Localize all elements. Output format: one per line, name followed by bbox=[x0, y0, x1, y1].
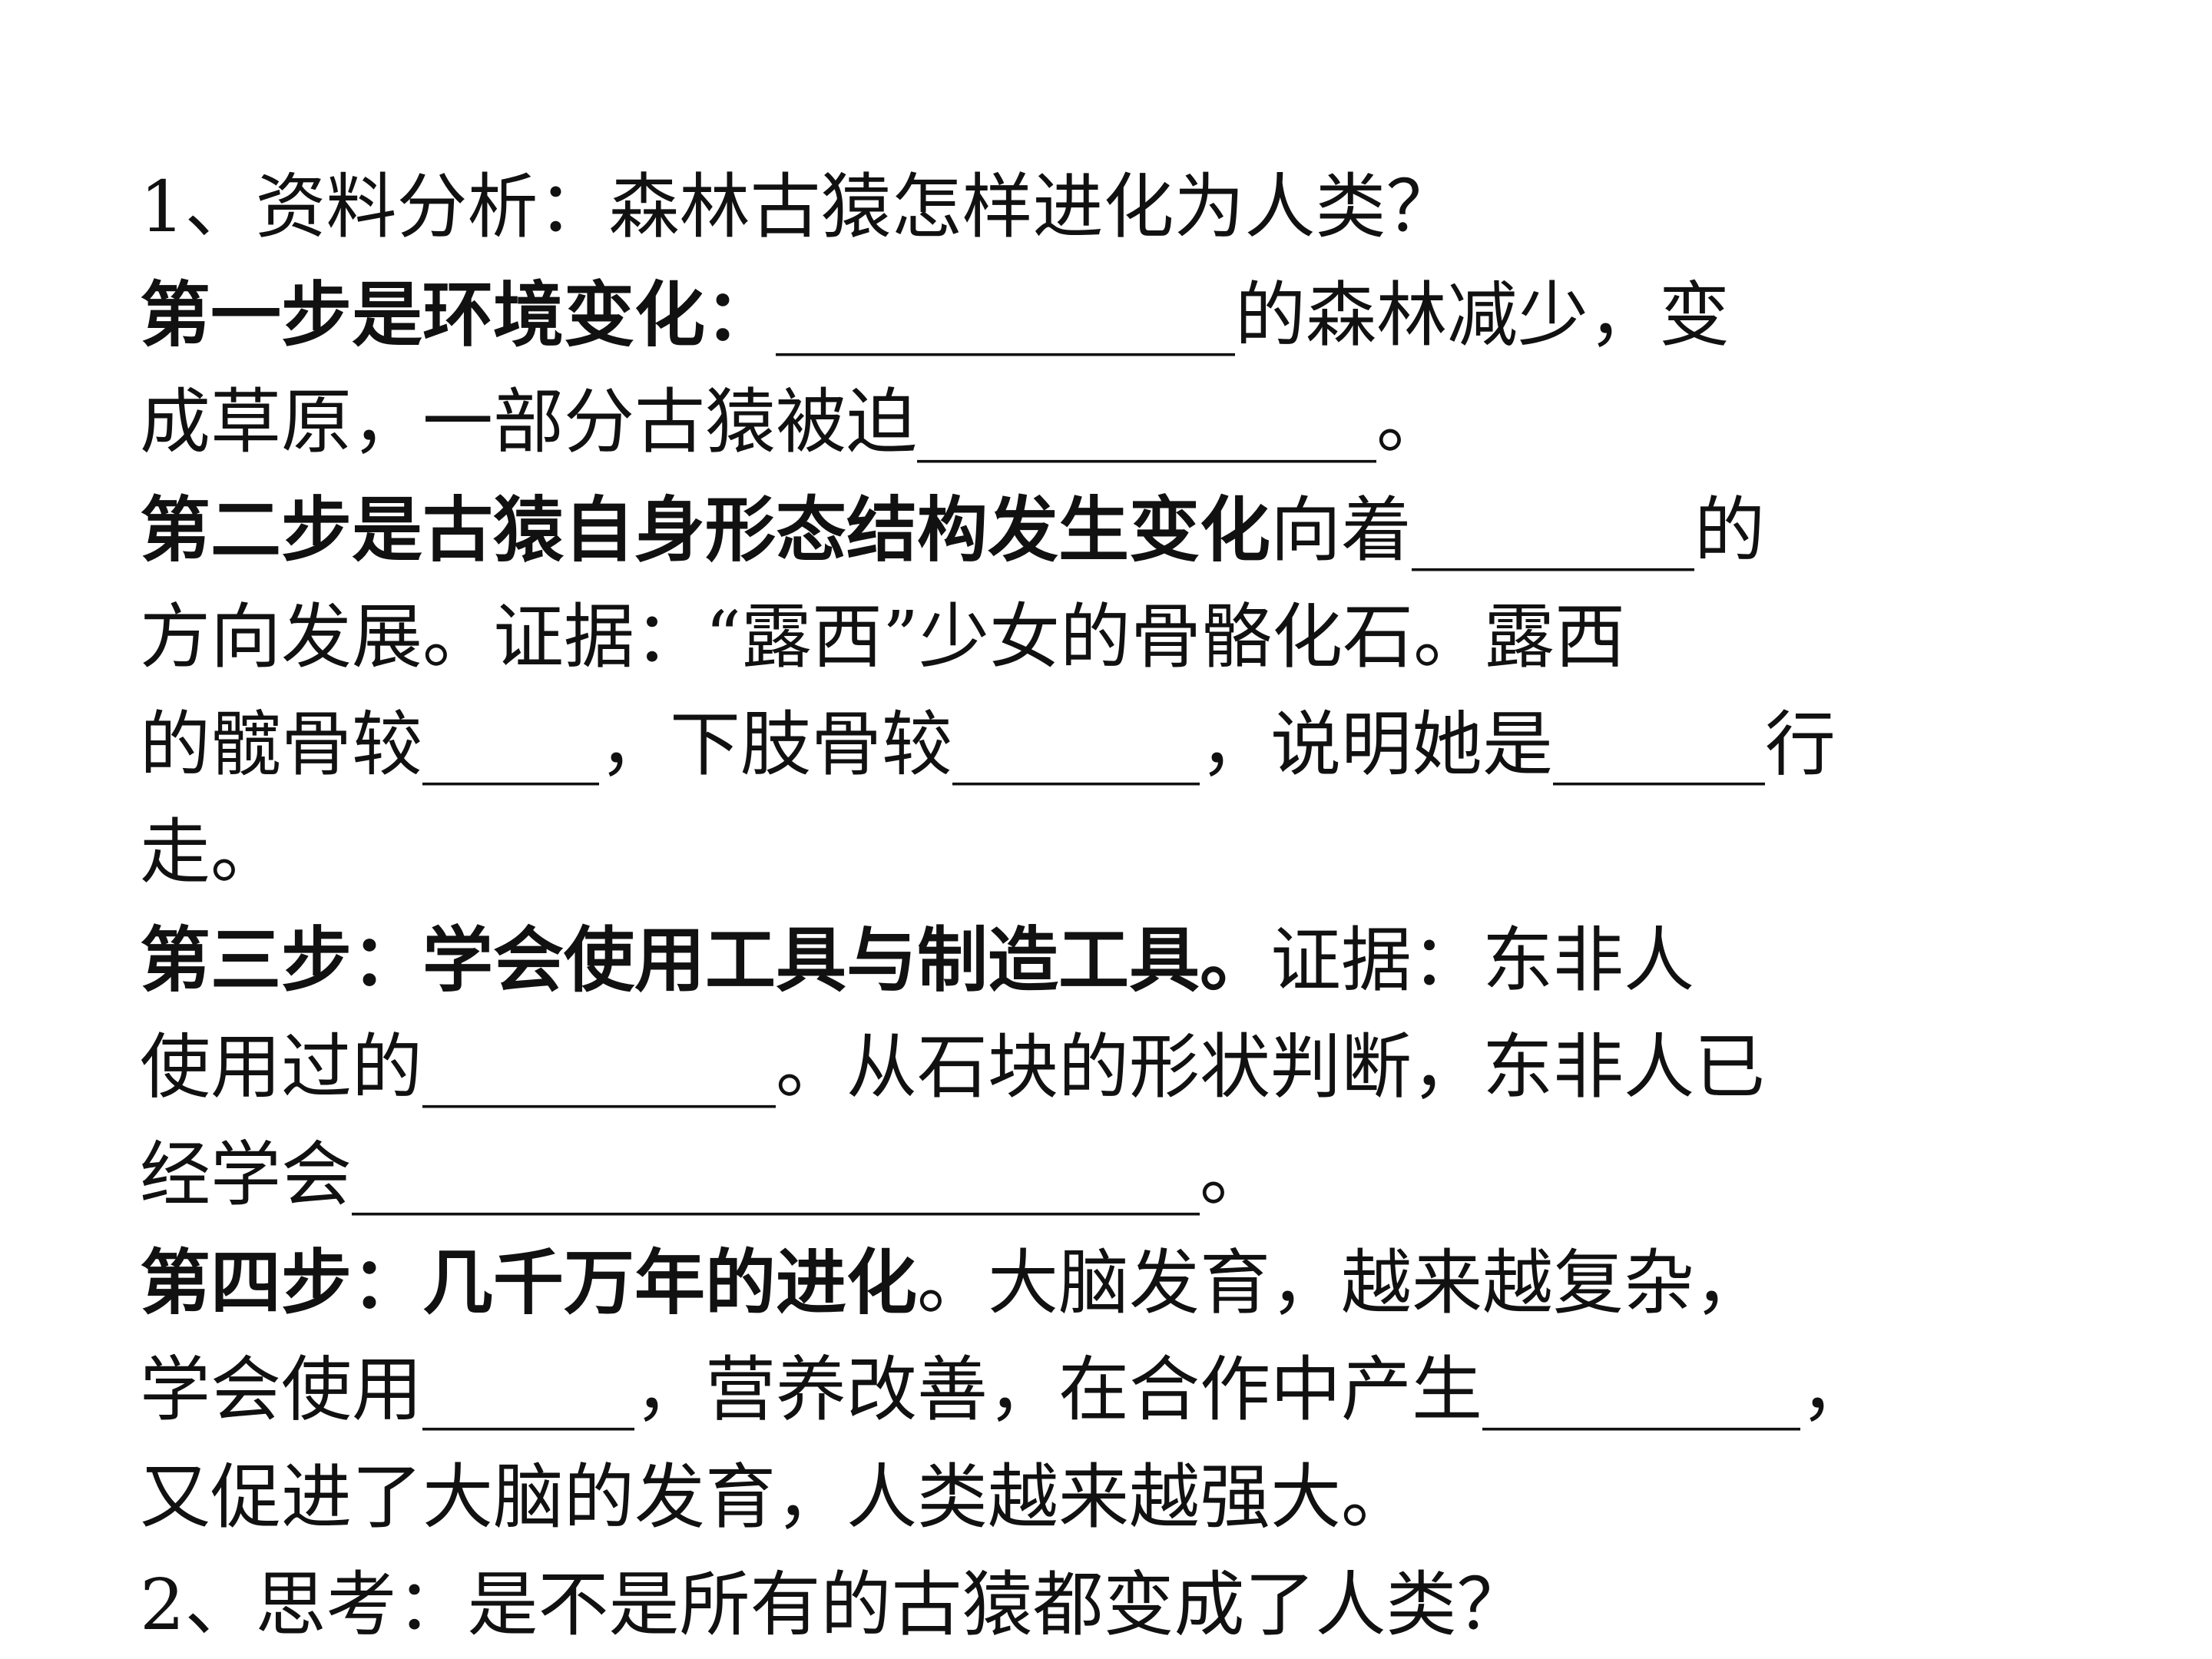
step-4-line-1: 第四步：几千万年的进化。大脑发育，越来越复杂， bbox=[140, 1229, 2167, 1336]
step-4-heading: 第四步：几千万年的进化 bbox=[140, 1241, 918, 1324]
question-2-title: 2、思考：是不是所有的古猿都变成了人类？ bbox=[140, 1564, 1528, 1646]
step-3-line-3: 经学会________________________。 bbox=[140, 1134, 1270, 1216]
step-1-text: _____________的森林减少，变 bbox=[776, 274, 1730, 356]
step-4-text: 。大脑发育，越来越复杂， bbox=[917, 1242, 1766, 1324]
step-4-line-3: 又促进了大脑的发育，人类越来越强大。 bbox=[140, 1456, 1412, 1538]
step-3-text: 证据：东非人 bbox=[1270, 919, 1695, 1002]
document-body: 1、资料分析：森林古猿怎样进化为人类？ 第一步是环境变化：___________… bbox=[140, 154, 2167, 1659]
step-2-line-2: 方向发展。证据：“露西”少女的骨骼化石。露西 bbox=[140, 596, 1626, 678]
step-1-heading: 第一步是环境变化： bbox=[140, 273, 777, 356]
step-2-text: 向着________的 bbox=[1270, 489, 1766, 571]
step-2-line-4: 走。 bbox=[140, 811, 282, 893]
step-3-line-1: 第三步：学会使用工具与制造工具。证据：东非人 bbox=[140, 906, 2167, 1014]
step-3-heading: 第三步：学会使用工具与制造工具。 bbox=[140, 919, 1271, 1002]
step-2-line-1: 第二步是古猿自身形态结构发生变化向着________的 bbox=[140, 476, 2167, 584]
step-2-heading: 第二步是古猿自身形态结构发生变化 bbox=[140, 488, 1271, 571]
step-4-line-2: 学会使用______，营养改善，在合作中产生_________， bbox=[140, 1349, 1872, 1431]
question-1-title: 1、资料分析：森林古猿怎样进化为人类？ bbox=[140, 166, 1457, 248]
step-1-line-1: 第一步是环境变化：_____________的森林减少，变 bbox=[140, 261, 2167, 369]
step-2-line-3: 的髋骨较_____，下肢骨较_______，说明她是______行 bbox=[140, 704, 1836, 786]
step-3-line-2: 使用过的__________。从石块的形状判断，东非人已 bbox=[140, 1026, 1766, 1108]
step-1-line-2: 成草原，一部分古猿被迫_____________。 bbox=[140, 381, 1448, 463]
